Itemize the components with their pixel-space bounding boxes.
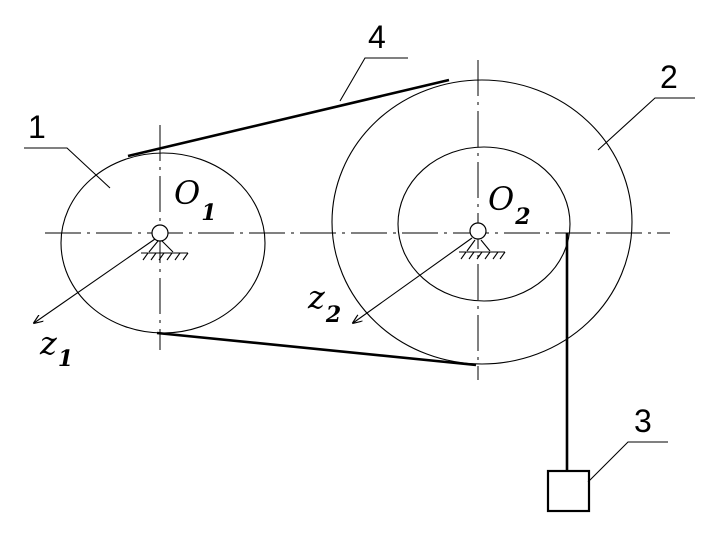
pulley-1-outline	[60, 152, 266, 334]
leader-line-3	[587, 441, 668, 483]
pulley-2-outer-outline	[331, 79, 633, 365]
axis-z1-arrow	[34, 238, 156, 323]
label-o2: O2	[488, 180, 531, 230]
leader-line-2	[597, 97, 695, 151]
leader-line-1	[24, 147, 111, 189]
leader-line-4	[339, 57, 408, 102]
hinge-support-2	[459, 222, 506, 260]
hinge-support-1	[141, 224, 189, 261]
label-1: 1	[28, 109, 46, 145]
label-3: 3	[634, 403, 652, 439]
label-2: 2	[660, 59, 678, 95]
pulley-2-inner-outline	[397, 146, 571, 302]
label-z1: z1	[39, 324, 73, 372]
axis-z2-arrow	[353, 237, 473, 323]
belt-upper-segment	[127, 78, 450, 158]
belt-lower-segment	[156, 331, 477, 367]
label-4: 4	[368, 19, 386, 55]
label-o1: O1	[174, 174, 217, 226]
weight-block	[546, 469, 591, 513]
label-z2: z2	[307, 278, 341, 328]
